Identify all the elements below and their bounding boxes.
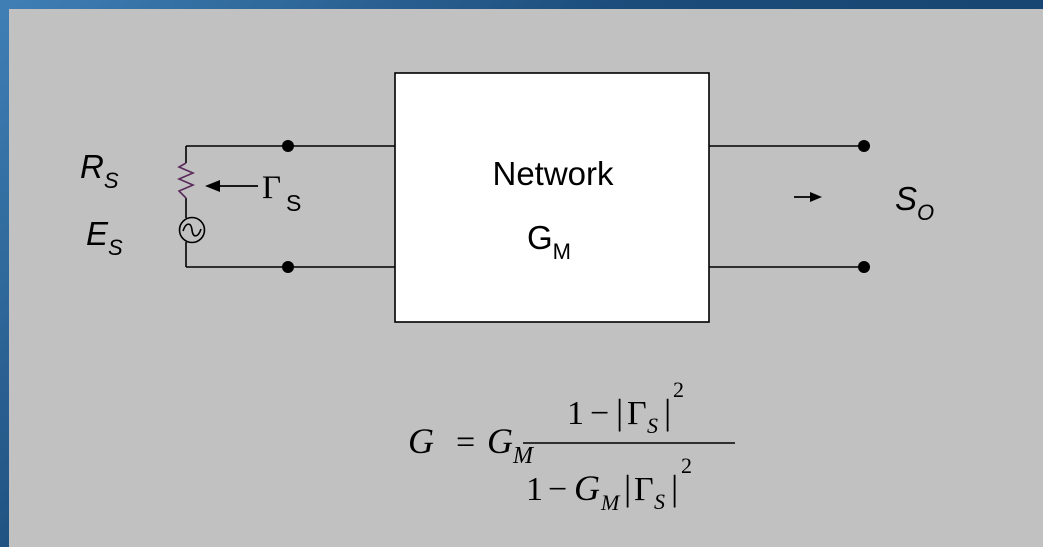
- svg-text:2: 2: [673, 377, 684, 402]
- svg-text:1: 1: [567, 395, 584, 432]
- so-label: SO: [895, 180, 934, 225]
- formula-numerator: 1 − | Γ S | 2: [567, 377, 684, 438]
- gamma-arrow: [205, 180, 258, 192]
- es-label: ES: [86, 215, 123, 260]
- input-terminal-bottom: [282, 261, 294, 273]
- arrow-left-icon: [205, 180, 220, 192]
- svg-text:S: S: [654, 489, 665, 514]
- network-box: [394, 72, 710, 323]
- ac-wave-icon: [182, 223, 202, 237]
- terminals: [282, 140, 870, 273]
- svg-text:Γ: Γ: [627, 395, 647, 432]
- svg-text:M: M: [600, 490, 621, 515]
- svg-text:1: 1: [526, 471, 543, 508]
- svg-text:−: −: [590, 395, 609, 432]
- output-terminal-bottom: [858, 261, 870, 273]
- svg-text:G: G: [574, 468, 600, 508]
- svg-text:|: |: [616, 392, 623, 432]
- voltage-source-circle: [178, 216, 206, 244]
- svg-text:Γ: Γ: [634, 471, 654, 508]
- arrow-right-icon: [810, 192, 822, 202]
- gain-formula: G = GM 1 − | Γ S | 2 1 − G M | Γ S | 2: [408, 377, 735, 515]
- rs-label: RS: [80, 148, 119, 193]
- formula-lhs: G: [408, 421, 434, 461]
- network-gain-label: GM: [527, 219, 571, 264]
- formula-equals: =: [456, 424, 475, 461]
- svg-text:|: |: [664, 392, 671, 432]
- network-title: Network: [492, 155, 614, 192]
- formula-coefficient: GM: [487, 421, 535, 469]
- output-terminal-top: [858, 140, 870, 152]
- gamma-s-label: Γ: [262, 170, 281, 206]
- svg-text:|: |: [671, 468, 678, 508]
- source-resistor: [176, 162, 196, 199]
- svg-text:|: |: [624, 468, 631, 508]
- gamma-s-subscript: S: [286, 190, 301, 216]
- input-terminal-top: [282, 140, 294, 152]
- formula-denominator: 1 − G M | Γ S | 2: [526, 453, 692, 515]
- svg-text:−: −: [548, 471, 567, 508]
- svg-text:2: 2: [681, 453, 692, 478]
- svg-text:S: S: [647, 413, 658, 438]
- output-arrow: [794, 192, 822, 202]
